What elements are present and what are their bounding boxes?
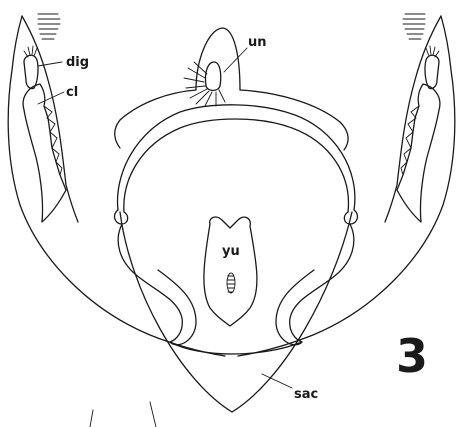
label-saccus: sac [294, 387, 318, 402]
figure-number: 3 [396, 329, 428, 383]
label-juxta: yu [222, 244, 240, 259]
left-clasper-teeth [44, 106, 62, 175]
left-digitus [24, 55, 38, 88]
right-digitus [425, 55, 439, 88]
right-clasper-teeth [401, 106, 419, 175]
right-clasper [397, 84, 440, 222]
label-uncus: un [248, 35, 267, 50]
left-valva-inner-edge [22, 16, 78, 222]
leader-un [224, 48, 247, 72]
bottom-stroke-left [90, 410, 93, 427]
saccus [120, 212, 352, 412]
right-valva-bristles [403, 14, 425, 39]
left-lower-lobe [118, 224, 196, 345]
right-lower-lobe [276, 224, 354, 345]
right-valva-inner-edge [385, 16, 441, 222]
left-valva-bristles [38, 14, 60, 39]
leader-sac [262, 374, 292, 388]
bottom-stroke-right [150, 402, 156, 427]
leader-dig [38, 62, 62, 66]
uncus [196, 28, 240, 90]
label-digitus: dig [66, 55, 89, 70]
tegumen [115, 90, 348, 150]
vinculum-inner [124, 119, 349, 212]
uncus-setae [184, 62, 225, 106]
uncus-lobe [205, 62, 220, 91]
juxta [204, 217, 257, 326]
left-clasper [23, 84, 66, 222]
label-clasper: cl [66, 85, 78, 100]
vinculum-outer [118, 105, 355, 210]
